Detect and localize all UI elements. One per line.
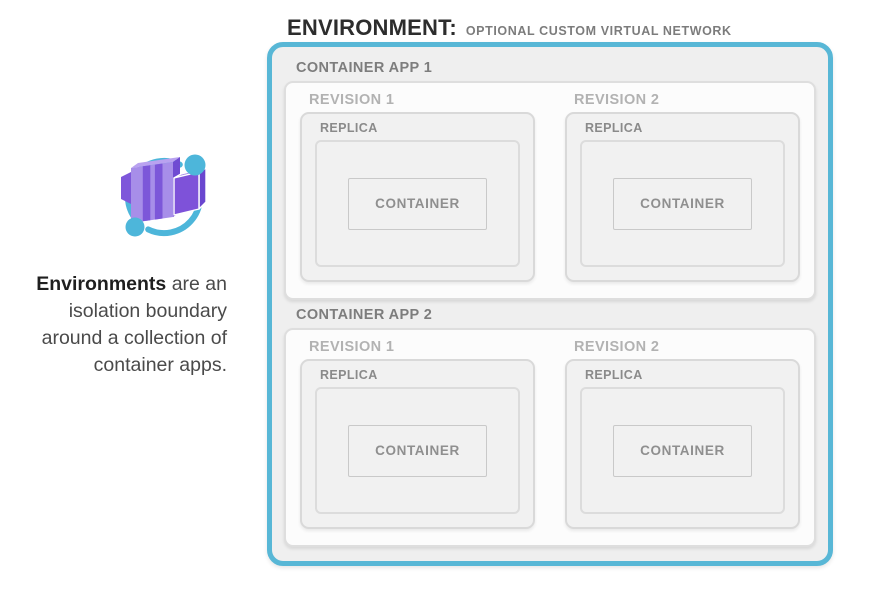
container-label: CONTAINER (375, 196, 460, 211)
replica-label: REPLICA (320, 121, 378, 135)
replica-box: REPLICA CONTAINER (300, 359, 535, 529)
container-app-2-section: CONTAINER APP 2 REVISION 1 REPLICA CONTA… (284, 300, 816, 547)
environment-description: Environments are an isolation boundary a… (14, 271, 227, 379)
description-text: are an isolation boundary around a colle… (41, 273, 227, 376)
revision-group: REVISION 2 REPLICA CONTAINER (565, 86, 800, 282)
replica-label: REPLICA (585, 121, 643, 135)
replica-label: REPLICA (320, 368, 378, 382)
replica-box: REPLICA CONTAINER (565, 359, 800, 529)
replica-inner-box: CONTAINER (580, 140, 785, 267)
container-label: CONTAINER (640, 443, 725, 458)
revision-label: REVISION 1 (309, 339, 395, 355)
environment-title: ENVIRONMENT: (287, 15, 457, 40)
replica-box: REPLICA CONTAINER (565, 112, 800, 282)
container-app-2-box: REVISION 1 REPLICA CONTAINER REVISION 2 … (284, 328, 816, 547)
revision-label: REVISION 2 (574, 339, 660, 355)
container-box: CONTAINER (613, 424, 752, 477)
replica-box: REPLICA CONTAINER (300, 112, 535, 282)
container-label: CONTAINER (640, 196, 725, 211)
container-apps-logo (121, 154, 207, 237)
container-box: CONTAINER (613, 177, 752, 230)
revision-group: REVISION 2 REPLICA CONTAINER (565, 333, 800, 529)
container-app-1-section: CONTAINER APP 1 REVISION 1 REPLICA CONTA… (284, 53, 816, 300)
description-lead: Environments (36, 273, 167, 295)
replica-inner-box: CONTAINER (580, 387, 785, 514)
container-app-1-box: REVISION 1 REPLICA CONTAINER REVISION 2 … (284, 81, 816, 300)
revision-group: REVISION 1 REPLICA CONTAINER (300, 333, 535, 529)
container-app-1-label: CONTAINER APP 1 (296, 60, 433, 76)
replica-inner-box: CONTAINER (315, 140, 520, 267)
container-label: CONTAINER (375, 443, 460, 458)
revision-group: REVISION 1 REPLICA CONTAINER (300, 86, 535, 282)
revision-label: REVISION 2 (574, 92, 660, 108)
revision-label: REVISION 1 (309, 92, 395, 108)
environment-box: CONTAINER APP 1 REVISION 1 REPLICA CONTA… (267, 42, 833, 566)
replica-inner-box: CONTAINER (315, 387, 520, 514)
orbit-dots (125, 154, 206, 237)
diagram-title: ENVIRONMENT: OPTIONAL CUSTOM VIRTUAL NET… (287, 15, 732, 41)
container-app-2-label: CONTAINER APP 2 (296, 307, 433, 323)
replica-label: REPLICA (585, 368, 643, 382)
container-box: CONTAINER (348, 424, 487, 477)
container-box: CONTAINER (348, 177, 487, 230)
azure-container-apps-icon (113, 152, 213, 244)
environment-subtitle: OPTIONAL CUSTOM VIRTUAL NETWORK (465, 24, 732, 38)
